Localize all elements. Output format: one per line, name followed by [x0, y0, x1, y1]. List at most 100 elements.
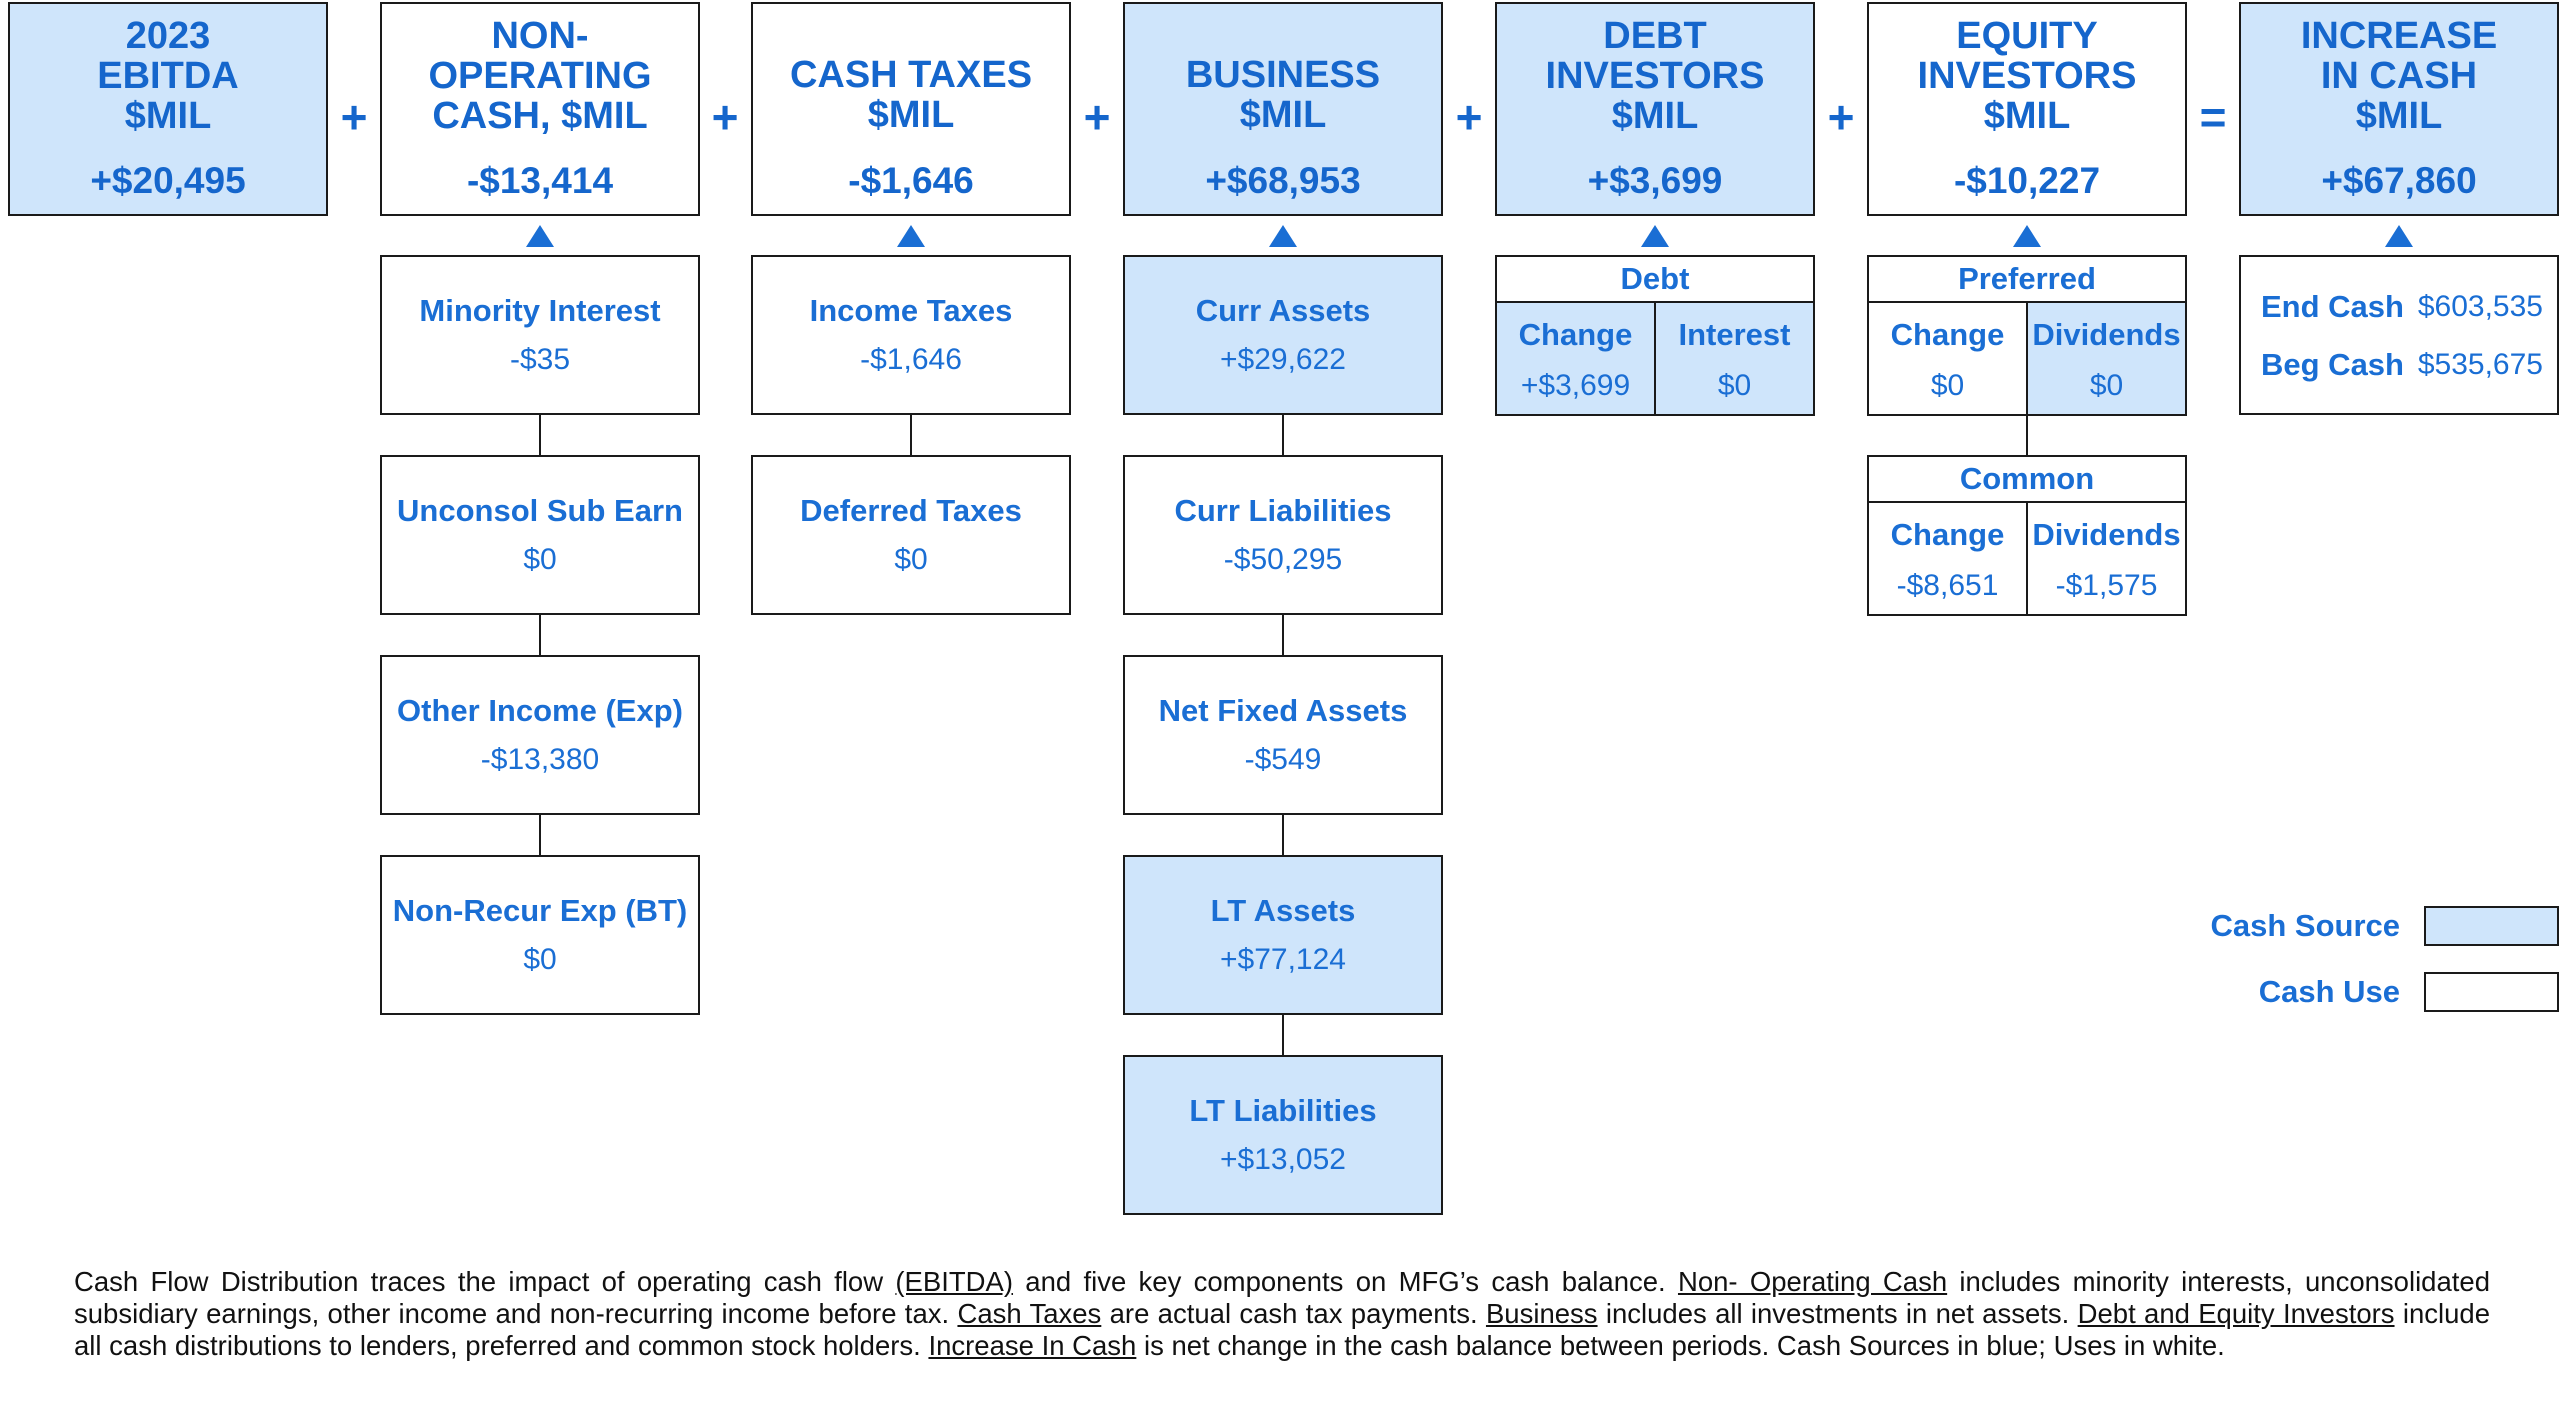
- footnote-text: include all cash distributions to lender…: [74, 1298, 2490, 1361]
- preferred-title: Preferred: [1867, 255, 2187, 303]
- debt-interest-label: Interest: [1678, 317, 1791, 352]
- increase-title-3: $MIL: [2355, 95, 2443, 137]
- debt-title: Debt: [1495, 255, 1815, 303]
- non-operating-title-1: NON-: [491, 15, 589, 57]
- income-taxes-box: Income Taxes -$1,646: [751, 255, 1071, 415]
- ebitda-title-1: 2023: [125, 15, 211, 57]
- preferred-change-cell: Change $0: [1867, 301, 2028, 416]
- footnote-term: Business: [1485, 1298, 1598, 1329]
- connector-line: [2026, 416, 2028, 456]
- minority-interest-box: Minority Interest -$35: [380, 255, 700, 415]
- up-arrow-icon: [2013, 225, 2041, 247]
- curr-assets-value: +$29,622: [1220, 343, 1346, 376]
- cash-taxes-box: CASH TAXES$MIL -$1,646: [751, 2, 1071, 216]
- unconsol-sub-earn-value: $0: [523, 543, 557, 576]
- cash-taxes-title-1: CASH TAXES: [789, 54, 1033, 96]
- deferred-taxes-value: $0: [894, 543, 928, 576]
- minority-interest-value: -$35: [509, 343, 571, 376]
- up-arrow-icon: [2385, 225, 2413, 247]
- business-value: +$68,953: [1205, 160, 1361, 201]
- footnote-term: Debt and Equity Investors: [2077, 1298, 2395, 1329]
- plus-operator: +: [1827, 91, 1855, 143]
- increase-value: +$67,860: [2321, 160, 2477, 201]
- non-recur-exp-value: $0: [523, 943, 557, 976]
- connector-line: [1282, 415, 1284, 455]
- lt-liabilities-value: +$13,052: [1220, 1143, 1346, 1176]
- curr-liabilities-box: Curr Liabilities -$50,295: [1123, 455, 1443, 615]
- curr-assets-box: Curr Assets +$29,622: [1123, 255, 1443, 415]
- debt-investors-title-1: DEBT: [1603, 15, 1707, 57]
- connector-line: [539, 415, 541, 455]
- debt-investors-title-3: $MIL: [1611, 95, 1699, 137]
- common-dividends-label: Dividends: [2032, 517, 2181, 552]
- beg-cash-label: Beg Cash: [2261, 347, 2404, 382]
- up-arrow-icon: [1269, 225, 1297, 247]
- non-recur-exp-box: Non-Recur Exp (BT) $0: [380, 855, 700, 1015]
- equity-investors-title-3: $MIL: [1983, 95, 2071, 137]
- lt-liabilities-label: LT Liabilities: [1189, 1093, 1377, 1128]
- legend-cash-use-label: Cash Use: [2258, 974, 2400, 1009]
- income-taxes-label: Income Taxes: [809, 293, 1013, 328]
- net-fixed-assets-value: -$549: [1244, 743, 1322, 776]
- net-fixed-assets-box: Net Fixed Assets -$549: [1123, 655, 1443, 815]
- preferred-change-label: Change: [1890, 317, 2005, 352]
- business-box: BUSINESS$MIL +$68,953: [1123, 2, 1443, 216]
- common-change-cell: Change -$8,651: [1867, 501, 2028, 616]
- preferred-dividends-label: Dividends: [2032, 317, 2181, 352]
- non-operating-value: -$13,414: [466, 160, 614, 201]
- legend-cash-source-swatch: [2424, 906, 2559, 946]
- unconsol-sub-earn-label: Unconsol Sub Earn: [397, 493, 683, 528]
- lt-assets-box: LT Assets +$77,124: [1123, 855, 1443, 1015]
- legend-cash-source-label: Cash Source: [2210, 908, 2400, 943]
- footnote-term: (EBITDA): [895, 1266, 1014, 1297]
- debt-investors-title-2: INVESTORS: [1545, 55, 1765, 97]
- footnote-text: includes all investments in net assets.: [1597, 1298, 2078, 1329]
- income-taxes-value: -$1,646: [860, 343, 962, 376]
- equals-operator: =: [2199, 91, 2227, 143]
- preferred-change-value: $0: [1930, 369, 1965, 402]
- common-title: Common: [1867, 455, 2187, 503]
- cash-taxes-title-2: $MIL: [867, 94, 955, 136]
- equity-investors-title-1: EQUITY: [1956, 15, 2098, 57]
- cash-balance-box: End Cash $603,535 Beg Cash $535,675: [2239, 255, 2559, 415]
- up-arrow-icon: [1641, 225, 1669, 247]
- connector-line: [539, 815, 541, 855]
- connector-line: [1282, 615, 1284, 655]
- plus-operator: +: [1455, 91, 1483, 143]
- other-income-label: Other Income (Exp): [397, 693, 683, 728]
- equity-investors-value: -$10,227: [1953, 160, 2101, 201]
- ebitda-value: +$20,495: [90, 160, 246, 201]
- plus-operator: +: [1083, 91, 1111, 143]
- increase-title-2: IN CASH: [2320, 55, 2478, 97]
- net-fixed-assets-label: Net Fixed Assets: [1158, 693, 1408, 728]
- lt-liabilities-box: LT Liabilities +$13,052: [1123, 1055, 1443, 1215]
- other-income-value: -$13,380: [480, 743, 600, 776]
- footnote-text: includes minority interests, unconsolida…: [74, 1266, 2490, 1329]
- debt-change-label: Change: [1518, 317, 1633, 352]
- preferred-dividends-cell: Dividends $0: [2026, 301, 2187, 416]
- debt-change-cell: Change +$3,699: [1495, 301, 1656, 416]
- business-title-2: $MIL: [1239, 94, 1327, 136]
- end-cash-value: $603,535: [2417, 290, 2543, 323]
- common-change-label: Change: [1890, 517, 2005, 552]
- business-title-1: BUSINESS: [1185, 54, 1381, 96]
- common-dividends-cell: Dividends -$1,575: [2026, 501, 2187, 616]
- lt-assets-value: +$77,124: [1220, 943, 1346, 976]
- legend-cash-use-swatch: [2424, 972, 2559, 1012]
- curr-assets-label: Curr Assets: [1195, 293, 1371, 328]
- common-dividends-value: -$1,575: [2055, 569, 2158, 602]
- curr-liabilities-value: -$50,295: [1223, 543, 1343, 576]
- up-arrow-icon: [897, 225, 925, 247]
- footnote-term: Increase In Cash: [928, 1330, 1137, 1361]
- connector-line: [1282, 815, 1284, 855]
- plus-operator: +: [711, 91, 739, 143]
- cash-taxes-value: -$1,646: [848, 160, 974, 201]
- increase-title-1: INCREASE: [2300, 15, 2498, 57]
- debt-change-value: +$3,699: [1520, 369, 1631, 402]
- other-income-box: Other Income (Exp) -$13,380: [380, 655, 700, 815]
- footnote-text: Cash Flow Distribution traces the impact…: [74, 1266, 896, 1297]
